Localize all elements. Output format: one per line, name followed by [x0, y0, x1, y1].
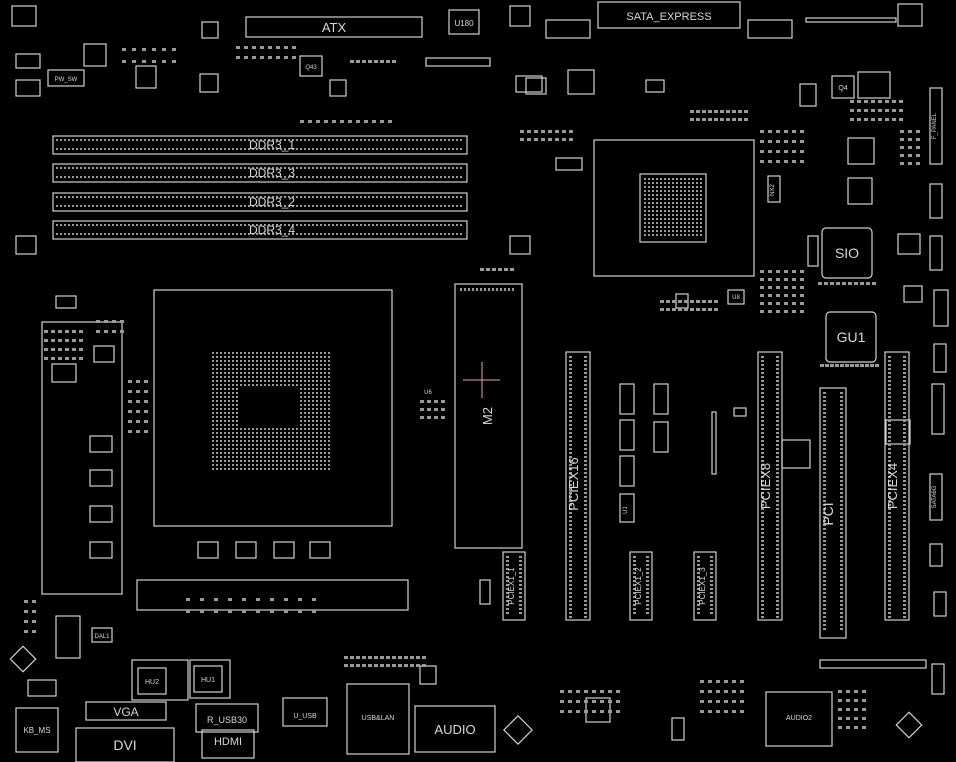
hu2-label: HU2	[145, 679, 159, 686]
dvi-label: DVI	[113, 737, 136, 753]
u-chip-1	[619, 383, 635, 415]
pci-label: PCI	[820, 502, 836, 525]
pciex8-slot	[757, 351, 783, 621]
u180-chip	[448, 9, 480, 35]
u1-label: U1	[623, 506, 629, 514]
ddr3-4-slot	[52, 220, 468, 240]
hu1-chip	[193, 665, 223, 693]
gu1-chip	[825, 311, 877, 363]
nx2-label: NX2	[770, 184, 776, 196]
ddr3-3-slot	[52, 163, 468, 183]
ddr3-4-label: DDR3_4	[249, 223, 295, 237]
pciex1-3-slot	[693, 551, 717, 621]
q4-label: Q4	[838, 85, 847, 92]
pw-sw-label: PW_SW	[55, 77, 78, 83]
sio-chip	[821, 227, 873, 279]
hdmi-port	[201, 729, 255, 759]
ddr3-2-label: DDR3_2	[249, 195, 295, 209]
kb-ms-port	[15, 707, 59, 753]
sio-label: SIO	[835, 245, 859, 261]
sata6g-label: SATA6G	[932, 485, 938, 508]
u8-label: U8	[732, 295, 740, 301]
audio2-label: AUDIO2	[786, 715, 812, 722]
m2-slot	[454, 283, 523, 549]
audio2-header	[765, 691, 833, 747]
dvi-port	[75, 727, 175, 762]
u-chip-3	[619, 455, 635, 487]
pciex16-label: PCIEX16	[566, 457, 581, 510]
atx-power-connector	[245, 16, 423, 38]
ddr3-3-label: DDR3_3	[249, 166, 295, 180]
vga-port	[85, 701, 167, 721]
pciex1-1-label: PCIEX1_1	[507, 567, 516, 605]
u-usb-label: U_USB	[293, 713, 317, 720]
f-panel-header	[929, 87, 943, 165]
pch-area	[593, 139, 755, 277]
kb-ms-label: KB_MS	[23, 726, 50, 735]
pch-chip	[639, 173, 707, 243]
q43-label: Q43	[305, 65, 317, 71]
u-chip-4	[619, 493, 635, 523]
u-chip-2	[619, 419, 635, 451]
sata6g-header	[929, 473, 943, 521]
pciex1-1-slot	[502, 551, 526, 621]
gu1-label: GU1	[837, 329, 866, 345]
pciex1-3-label: PCIEX1_3	[698, 567, 707, 605]
pciex1-2-label: PCIEX1_2	[634, 567, 643, 605]
u6-label: U6	[424, 390, 432, 396]
m2-label: M2	[480, 407, 495, 425]
ddr3-2-slot	[52, 192, 468, 212]
pciex4-label: PCIEX4	[885, 463, 900, 509]
sata-express-connector	[597, 1, 741, 29]
hu1-label: HU1	[201, 677, 215, 684]
pci-slot	[819, 387, 847, 639]
sata-express-label: SATA_EXPRESS	[626, 11, 711, 23]
cpu-socket	[153, 289, 393, 527]
pciex4-slot	[884, 351, 910, 621]
pciex8-label: PCIEX8	[758, 463, 773, 509]
usb-lan-port	[346, 683, 410, 755]
pciex16-slot	[565, 351, 591, 621]
hu2-chip	[137, 667, 167, 695]
hdmi-label: HDMI	[214, 736, 242, 748]
dal1-label: DAL1	[94, 634, 110, 640]
usb-lan-label: USB&LAN	[362, 715, 395, 722]
r-usb30-label: R_USB30	[207, 715, 247, 725]
u180-label: U180	[454, 19, 474, 28]
r-usb30-port	[195, 703, 259, 733]
f-panel-label: F_PANEL	[932, 112, 938, 139]
pciex1-2-slot	[629, 551, 653, 621]
vga-label: VGA	[113, 705, 138, 719]
u-usb-port	[282, 697, 328, 727]
ddr3-1-label: DDR3_1	[249, 138, 295, 152]
audio-port	[414, 705, 496, 753]
ddr3-1-slot	[52, 135, 468, 155]
atx-label: ATX	[322, 20, 347, 35]
audio-label: AUDIO	[434, 722, 475, 737]
